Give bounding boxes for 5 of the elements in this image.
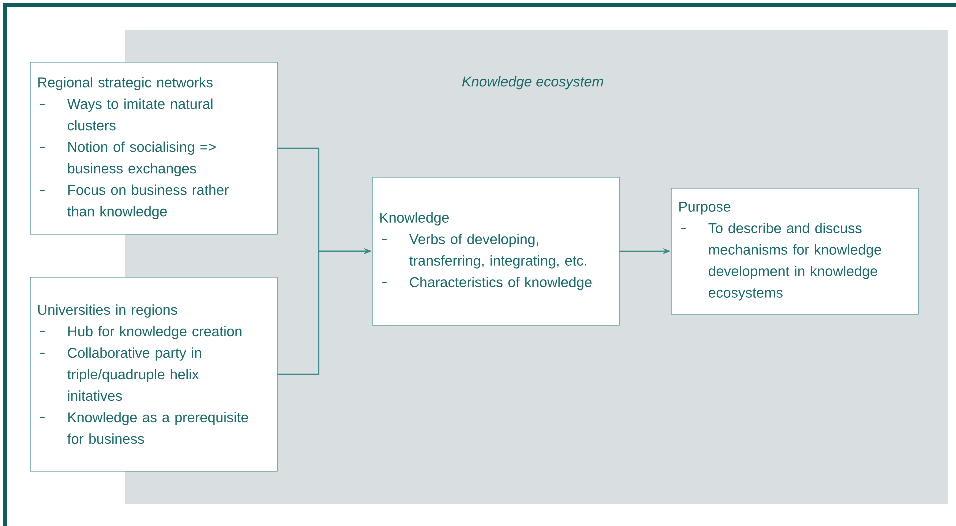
text-box: Regional strategic networks Ways to imitate natural clusters Notion of socialising => business exchanges Focus on business rather than knowledge	[30, 62, 278, 235]
text-box: Universities in regions Hub for knowledge creation Collaborative party in triple/quadruple helix initatives Knowledge as a prerequisite for business	[30, 277, 278, 472]
text-box: Purpose To describe and discuss mechanisms for knowledge development in knowledge ecosystems	[671, 188, 919, 315]
area-label: Knowledge ecosystem	[462, 76, 604, 90]
text-box: Knowledge Verbs of developing, transferring, integrating, etc. Characteristics of knowledge	[372, 177, 620, 326]
